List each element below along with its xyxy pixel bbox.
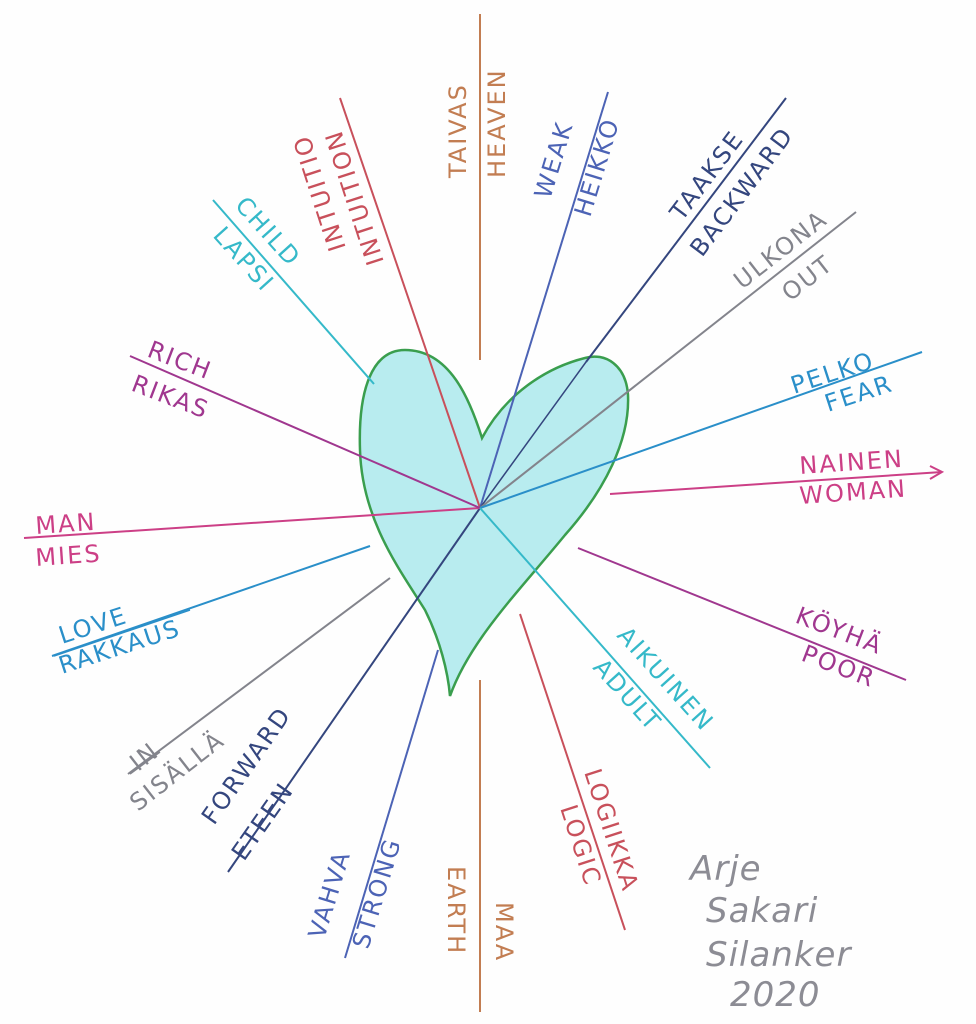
signature-line1: Arje: [688, 849, 762, 889]
label-strong: STRONG: [347, 835, 407, 952]
label-taivas: TAIVAS: [444, 83, 472, 179]
signature-line3: Silanker: [706, 935, 852, 975]
label-maa: MAA: [490, 902, 518, 962]
label-vahva: VAHVA: [303, 847, 356, 942]
spoke-line-adult: [480, 508, 710, 768]
signature-line4: 2020: [730, 975, 821, 1015]
signature-line2: Sakari: [706, 891, 818, 931]
label-earth: EARTH: [442, 866, 470, 955]
label-man: MAN: [34, 508, 97, 540]
label-heaven: HEAVEN: [483, 68, 511, 178]
label-mies: MIES: [34, 539, 102, 572]
label-weak: WEAK: [529, 118, 579, 202]
